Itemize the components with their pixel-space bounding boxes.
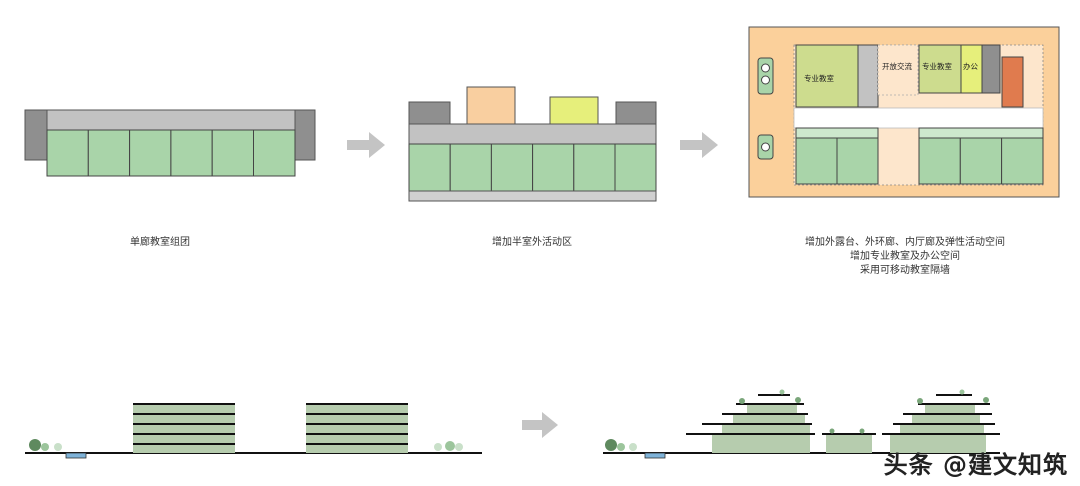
- classroom: [170, 129, 213, 177]
- semi-outdoor-block-yellow: [549, 96, 599, 125]
- building-mass: [306, 404, 408, 453]
- classroom: [490, 143, 534, 192]
- stage1-plan: [24, 109, 316, 177]
- arrow-right-icon: [680, 132, 718, 158]
- caption-stage1: 单廊教室组团: [130, 237, 190, 248]
- pro-classroom-b: [918, 44, 962, 94]
- tree-icon: [617, 443, 625, 451]
- stair: [981, 44, 1001, 94]
- outer-corridor: [408, 190, 657, 202]
- water-feature: [644, 452, 666, 459]
- caption-stage2: 增加半室外活动区: [492, 237, 572, 248]
- corridor: [408, 123, 657, 145]
- classroom: [532, 143, 575, 192]
- tree-icon: [761, 63, 770, 73]
- arrow-right-icon: [347, 132, 385, 158]
- tree-icon: [434, 443, 442, 451]
- pro-classroom-a: [795, 44, 859, 108]
- classroom: [46, 129, 89, 177]
- classroom: [573, 143, 616, 192]
- tree-icon: [445, 441, 455, 451]
- caption-stage3: 增加外露台、外环廊、内厅廊及弹性活动空间 增加专业教室及办公空间 采用可移动教室…: [770, 236, 1040, 278]
- tree-icon: [605, 439, 617, 451]
- classroom: [87, 129, 131, 177]
- classroom: [211, 129, 254, 177]
- building-mass: [133, 404, 235, 453]
- classroom-row: [408, 143, 657, 192]
- corridor: [918, 127, 1044, 139]
- terraced-block-1: [686, 389, 815, 453]
- classroom: [129, 129, 172, 177]
- classroom: [795, 137, 838, 185]
- classroom: [836, 137, 879, 185]
- classroom: [959, 137, 1003, 185]
- section-after: [603, 389, 1000, 459]
- building-block-1: [133, 403, 235, 453]
- pro-classroom-b-label: 专业教室: [922, 61, 952, 71]
- low-block: [822, 428, 876, 453]
- terraced-block-2: [882, 389, 1000, 453]
- classroom: [449, 143, 492, 192]
- stair-left: [24, 109, 48, 161]
- water-feature: [65, 452, 87, 459]
- stair-right: [615, 101, 657, 125]
- tree-icon: [29, 439, 41, 451]
- inner-hall-corridor: [793, 107, 1044, 129]
- stair-right: [294, 109, 316, 161]
- corridor: [795, 127, 879, 139]
- classroom: [253, 129, 296, 177]
- stage2-plan: [408, 86, 657, 202]
- office-label: 办公: [963, 61, 978, 71]
- caption-stage3-line1: 增加外露台、外环廊、内厅廊及弹性活动空间: [805, 237, 1005, 248]
- classroom-row: [46, 129, 296, 177]
- watermark: 头条 @建文知筑: [883, 451, 1068, 479]
- stage3-plan: 专业教室 开放交流 专业教室 办公: [748, 26, 1060, 198]
- classroom: [614, 143, 657, 192]
- tree-icon: [41, 443, 49, 451]
- building-block-2: [306, 403, 408, 453]
- semi-outdoor-block-orange: [466, 86, 516, 125]
- section-before: [25, 403, 482, 459]
- tree-icon: [455, 443, 463, 451]
- classroom-row: [795, 137, 1044, 185]
- classroom: [408, 143, 451, 192]
- classroom: [1001, 137, 1044, 185]
- corridor: [46, 109, 296, 131]
- caption-stage3-line3: 采用可移动教室隔墙: [860, 265, 950, 276]
- pro-classroom-a-label: 专业教室: [804, 73, 834, 83]
- red-block: [1001, 56, 1024, 108]
- stair-left: [408, 101, 451, 125]
- open-exchange-area: [877, 44, 919, 96]
- tree-icon: [761, 142, 770, 152]
- open-exchange-label: 开放交流: [882, 61, 912, 71]
- tree-icon: [761, 75, 770, 85]
- tree-icon: [629, 443, 637, 451]
- stair: [857, 44, 879, 108]
- arrow-right-icon: [522, 412, 558, 438]
- tree-icon: [54, 443, 62, 451]
- caption-stage3-line2: 增加专业教室及办公空间: [850, 251, 960, 262]
- classroom: [918, 137, 961, 185]
